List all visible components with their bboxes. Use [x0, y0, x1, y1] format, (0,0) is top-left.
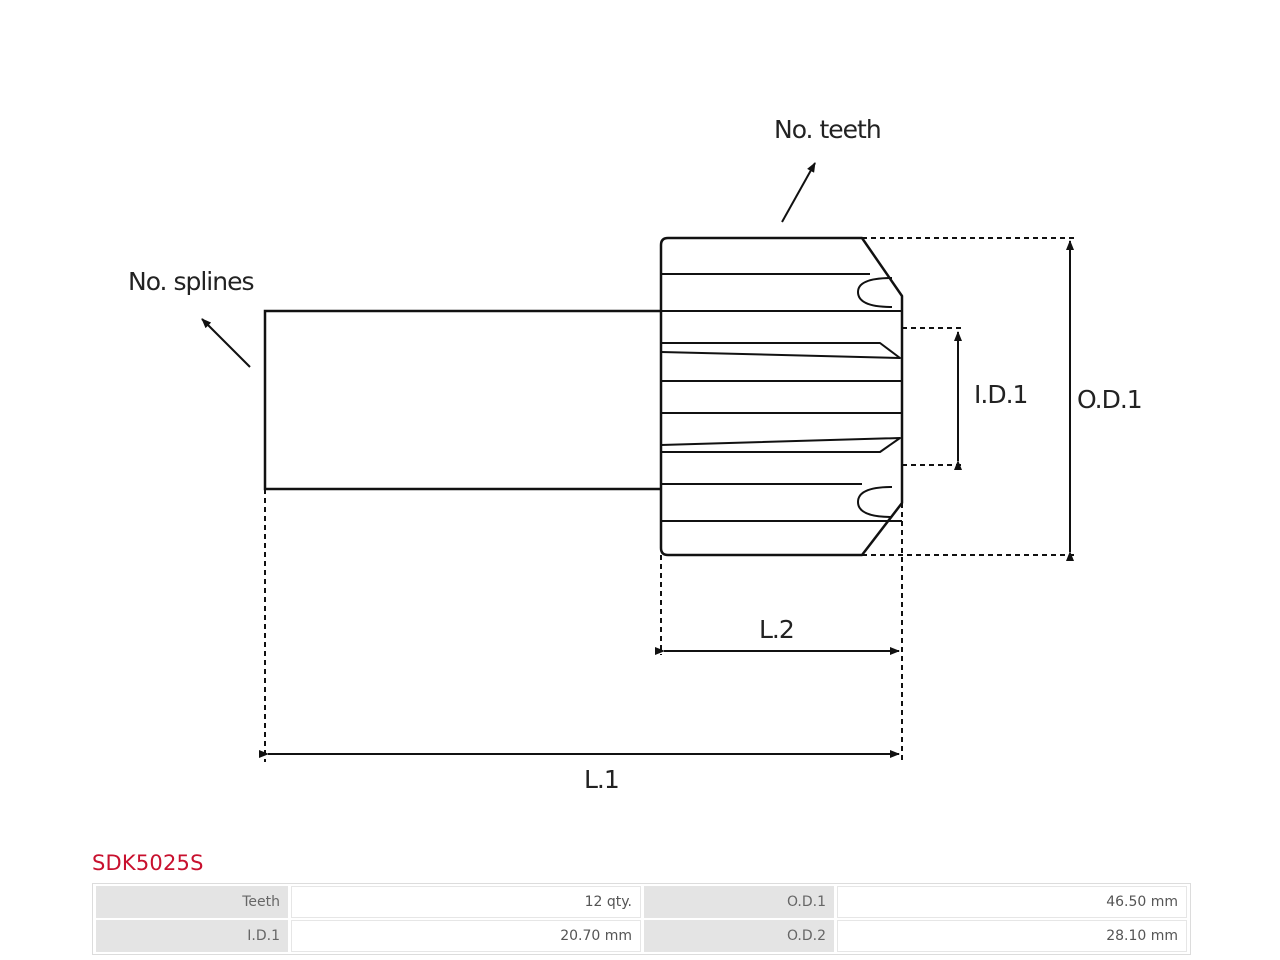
spec-label-od2: O.D.2: [644, 920, 834, 952]
shaft: [263, 309, 662, 491]
extension-lines: [264, 237, 1076, 762]
teeth-pointer-arrow: [781, 162, 816, 223]
spec-value-od2: 28.10 mm: [837, 920, 1187, 952]
no-splines-label: No. splines: [128, 267, 254, 296]
spec-table: Teeth 12 qty. O.D.1 46.50 mm I.D.1 20.70…: [92, 883, 1191, 955]
table-row: I.D.1 20.70 mm O.D.2 28.10 mm: [96, 920, 1187, 952]
no-teeth-label: No. teeth: [774, 115, 881, 144]
dimension-arrows: [201, 162, 1074, 758]
table-row: Teeth 12 qty. O.D.1 46.50 mm: [96, 886, 1187, 918]
spec-label-od1: O.D.1: [644, 886, 834, 918]
id1-label: I.D.1: [974, 380, 1027, 409]
part-number-title: SDK5025S: [92, 851, 204, 875]
splines-pointer-arrow: [201, 318, 251, 368]
gear-body: [659, 236, 904, 557]
spec-value-id1: 20.70 mm: [291, 920, 641, 952]
l1-label: L.1: [584, 765, 619, 794]
spec-value-teeth: 12 qty.: [291, 886, 641, 918]
od1-label: O.D.1: [1077, 385, 1142, 414]
l2-label: L.2: [759, 615, 794, 644]
spec-label-teeth: Teeth: [96, 886, 288, 918]
spec-value-od1: 46.50 mm: [837, 886, 1187, 918]
gear-teeth: [660, 273, 902, 522]
spec-label-id1: I.D.1: [96, 920, 288, 952]
starter-drive-diagram: No. splines No. teeth I.D.1 O.D.1 L.2 L.…: [128, 115, 1143, 794]
